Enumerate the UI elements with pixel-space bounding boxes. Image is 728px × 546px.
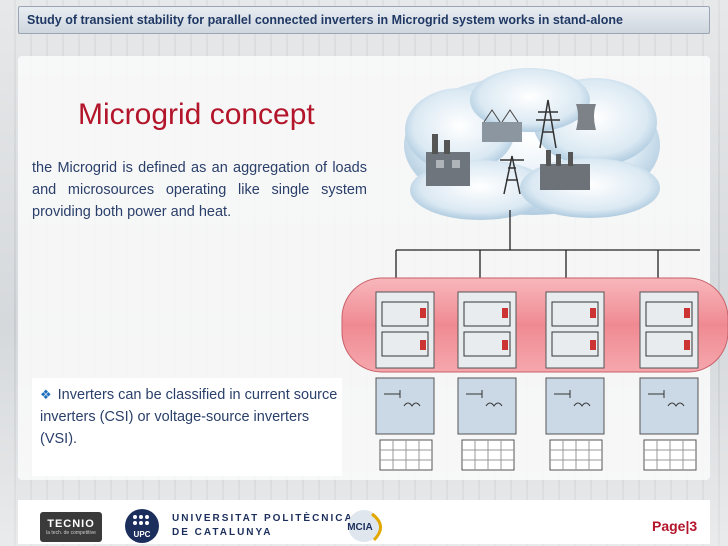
upc-logo: UPC xyxy=(125,509,159,543)
factory-icon xyxy=(540,150,590,190)
grid-cloud xyxy=(404,68,660,220)
load-grid-2 xyxy=(461,439,515,471)
tecnio-logo-name: TECNIO xyxy=(47,518,95,530)
load-grid-3 xyxy=(549,439,603,471)
tecnio-logo-tagline: la tech. de competitive xyxy=(46,530,96,536)
upc-badge-text: UPC xyxy=(134,530,151,539)
slide-title-bar: Study of transient stability for paralle… xyxy=(18,6,710,34)
bullet-item: ❖Inverters can be classified in current … xyxy=(40,384,340,450)
filter-module-1 xyxy=(375,377,435,435)
substation-icon xyxy=(482,109,522,142)
upc-name-line2: DE CATALUNYA xyxy=(172,527,273,538)
upc-name: UNIVERSITAT POLITÈCNICA DE CATALUNYA xyxy=(172,512,354,540)
distribution-bus xyxy=(395,210,700,285)
load-grid-1 xyxy=(379,439,433,471)
inverter-module-2 xyxy=(457,291,517,369)
tecnio-logo: TECNIO la tech. de competitive xyxy=(40,512,102,542)
cooling-tower-icon xyxy=(576,104,596,130)
mcia-logo: MCIA xyxy=(347,510,382,542)
bullet-box xyxy=(32,378,342,476)
diamond-bullet-icon: ❖ xyxy=(40,387,52,402)
inverter-module-1 xyxy=(375,291,435,369)
microgrid-diagram xyxy=(341,68,728,471)
power-plant-icon xyxy=(426,134,470,186)
inverter-band xyxy=(341,277,728,373)
slide-title: Study of transient stability for paralle… xyxy=(27,13,623,27)
load-grid-4 xyxy=(643,439,697,471)
upc-name-line1: UNIVERSITAT POLITÈCNICA xyxy=(172,513,354,524)
bullet-text: Inverters can be classified in current s… xyxy=(40,387,338,447)
page-number: Page|3 xyxy=(652,518,698,534)
filter-module-2 xyxy=(457,377,517,435)
inverter-module-3 xyxy=(545,291,605,369)
transmission-tower-icon xyxy=(500,155,524,195)
transmission-tower-icon-2 xyxy=(536,99,560,149)
filter-module-3 xyxy=(545,377,605,435)
mcia-logo-text: MCIA xyxy=(347,522,373,533)
slide-heading: Microgrid concept xyxy=(78,98,315,131)
filter-module-4 xyxy=(639,377,699,435)
inverter-module-4 xyxy=(639,291,699,369)
definition-paragraph: the Microgrid is defined as an aggregati… xyxy=(32,160,367,220)
